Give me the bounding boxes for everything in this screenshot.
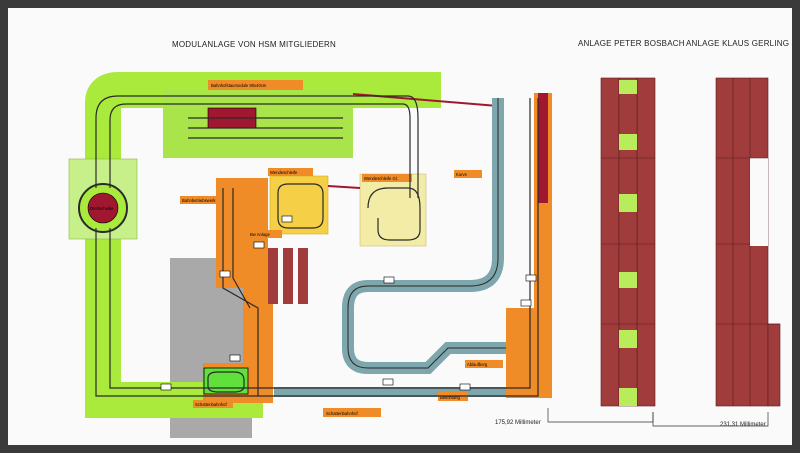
- main-tracks: [95, 95, 539, 397]
- layout-canvas: MODULANLAGE VON HSM MITGLIEDERN ANLAGE P…: [8, 8, 792, 445]
- right-loop-label: Wendeschleife Gl.: [364, 176, 398, 181]
- top-station: Bahnhofstaumodule 90x40cm: [163, 80, 353, 158]
- bottom-label: Schattenbahnhof: [326, 411, 359, 416]
- depot-label: Bw Anlage: [250, 232, 270, 237]
- measurement-lines: 175,92 Millimeter 231,31 Millimeter: [495, 408, 769, 428]
- top-station-label: Bahnhofstaumodule 90x40cm: [211, 83, 267, 88]
- bw-label: Bahnbetriebswerk: [182, 198, 216, 203]
- shadow-station-label: Schattenbahnhof: [195, 402, 228, 407]
- main-title: MODULANLAGE VON HSM MITGLIEDERN: [172, 40, 336, 49]
- klaus-measure: 231,31 Millimeter: [720, 422, 766, 428]
- turntable-label: Drehscheibe: [90, 206, 114, 211]
- small-right-label: Ablaufberg: [467, 362, 488, 367]
- teal-tracks: [274, 98, 548, 397]
- coal-label: Bekohlung: [440, 395, 460, 400]
- peter-layout: [600, 77, 656, 407]
- peter-title: ANLAGE PETER BOSBACH: [578, 39, 685, 48]
- layout-plan: MODULANLAGE VON HSM MITGLIEDERN ANLAGE P…: [68, 39, 789, 438]
- module-markers: [160, 215, 537, 391]
- sidings-blocks: [268, 248, 308, 304]
- yellow-loops: Wendeschleife Wendeschleife Gl.: [268, 168, 427, 247]
- small-loop-label: Wendeschleife: [270, 170, 298, 175]
- curve-label: Kurve: [456, 172, 468, 177]
- klaus-layout: [715, 77, 781, 407]
- peter-measure: 175,92 Millimeter: [495, 420, 541, 426]
- klaus-title: ANLAGE KLAUS GERLING: [686, 39, 789, 48]
